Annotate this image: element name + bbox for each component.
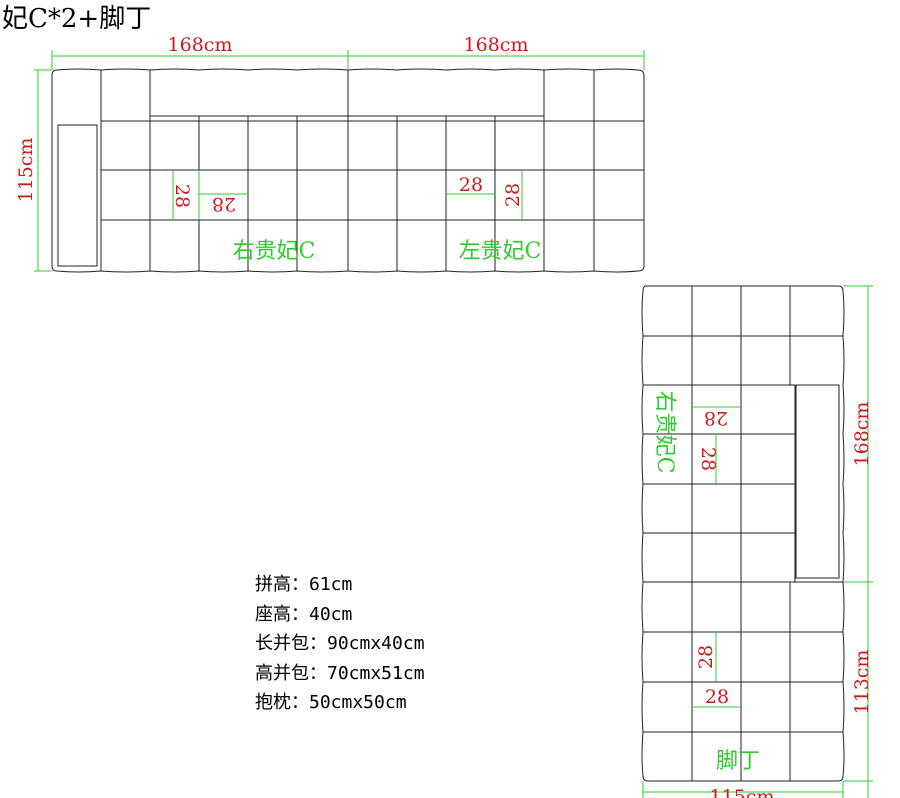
ottoman-outline — [641, 581, 845, 782]
right-dimensions — [642, 285, 873, 798]
sofa-top-dimensions — [34, 50, 645, 272]
sofa-marker-b-horizontal: 28 — [459, 174, 483, 196]
sofa-left-width-label: 168cm — [168, 34, 233, 56]
chaise-marker — [692, 406, 741, 484]
spec-item: 拼高：61cm — [255, 574, 353, 595]
sofa-depth-label: 115cm — [15, 138, 37, 203]
spec-list: 拼高：61cm 座高：40cm 长并包：90cmx40cm 高并包：70cmx5… — [255, 570, 425, 718]
spec-item: 抱枕：50cmx50cm — [255, 692, 407, 713]
sofa-top-marker-b — [446, 170, 523, 220]
chaise-marker-horizontal: 28 — [704, 407, 728, 429]
ottoman-marker — [692, 632, 741, 708]
ottoman-length-label: 113cm — [851, 650, 873, 715]
sofa-top-marker-a — [172, 170, 248, 220]
chaise-label: 右贵妃C — [652, 391, 677, 474]
ottoman-width-label: 115cm — [710, 786, 775, 798]
sofa-marker-b-vertical: 28 — [502, 183, 524, 207]
sofa-marker-a-horizontal: 28 — [212, 193, 236, 215]
sofa-label-right-chaise: 右贵妃C — [233, 239, 316, 264]
spec-item: 高并包：70cmx51cm — [255, 662, 425, 684]
sofa-right-width-label: 168cm — [464, 34, 529, 56]
sofa-label-left-chaise: 左贵妃C — [459, 239, 542, 264]
sofa-top-outline — [51, 68, 645, 273]
ottoman-label: 脚丁 — [716, 749, 760, 774]
ottoman — [641, 581, 845, 782]
drawing-title: 妃C*2+脚丁 — [2, 4, 151, 34]
ottoman-marker-horizontal: 28 — [705, 686, 729, 708]
ottoman-marker-vertical: 28 — [695, 645, 717, 669]
sofa-top — [51, 68, 645, 273]
spec-item: 座高：40cm — [255, 603, 353, 625]
sofa-marker-a-vertical: 28 — [171, 184, 193, 208]
spec-item: 长并包：90cmx40cm — [255, 633, 425, 654]
chaise-length-label: 168cm — [851, 402, 873, 467]
chaise-marker-vertical: 28 — [697, 447, 719, 471]
